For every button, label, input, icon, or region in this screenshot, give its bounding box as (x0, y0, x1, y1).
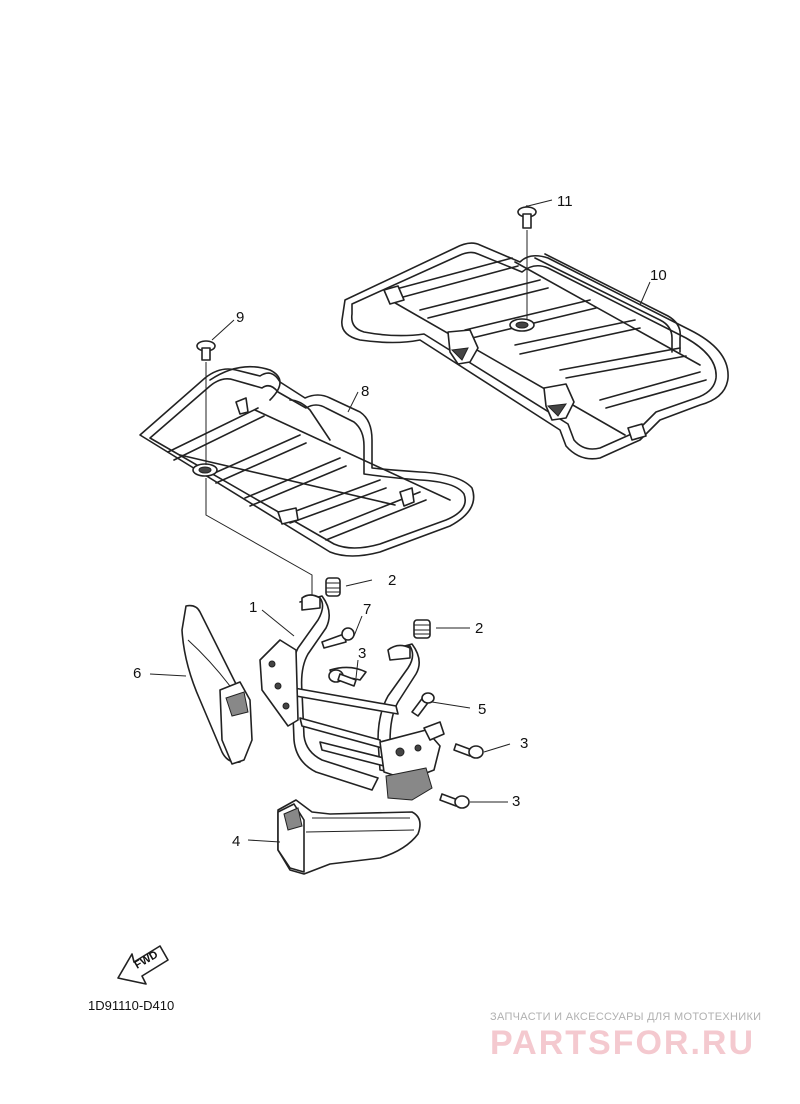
watermark: ЗАПЧАСТИ И АКСЕССУАРЫ ДЛЯ МОТОТЕХНИКИ PA… (490, 1011, 761, 1062)
callout-10: 10 (650, 267, 667, 284)
callout-2-upper: 2 (388, 572, 396, 589)
grommet-2-upper[interactable] (325, 577, 341, 597)
callout-11: 11 (557, 193, 573, 210)
front-guard-4[interactable] (277, 799, 421, 875)
screw-7[interactable] (321, 627, 355, 649)
fwd-arrow: FWD (117, 945, 169, 985)
rear-carrier[interactable] (341, 242, 729, 460)
watermark-brand: PARTSFOR.RU (490, 1024, 755, 1062)
grommet-2-lower[interactable] (413, 619, 431, 639)
callout-9: 9 (236, 309, 244, 326)
bolt-9[interactable] (196, 340, 216, 465)
bolt-3-middle[interactable] (453, 743, 484, 759)
callout-3-upper: 3 (358, 645, 366, 662)
callout-2-lower: 2 (475, 620, 483, 637)
callout-1: 1 (249, 599, 257, 616)
main-bracket[interactable] (259, 594, 445, 801)
callout-6: 6 (133, 665, 141, 682)
watermark-tagline: ЗАПЧАСТИ И АКСЕССУАРЫ ДЛЯ МОТОТЕХНИКИ (490, 1011, 761, 1023)
callout-8: 8 (361, 383, 369, 400)
callout-3-middle: 3 (520, 735, 528, 752)
bolt-3-lower[interactable] (439, 793, 470, 809)
screw-5[interactable] (411, 692, 435, 717)
callout-3-lower: 3 (512, 793, 520, 810)
bolt-3-upper[interactable] (328, 669, 357, 687)
callout-4: 4 (232, 833, 240, 850)
bolt-11[interactable] (517, 205, 537, 320)
callout-5: 5 (478, 701, 486, 718)
callout-numbers: 11 10 9 8 2 2 1 7 3 5 3 3 6 4 (133, 193, 667, 850)
leader-lines (149, 199, 651, 843)
callout-7: 7 (363, 601, 371, 618)
front-carrier[interactable] (139, 365, 475, 557)
drawing-code: 1D91110-D410 (88, 998, 174, 1013)
side-guard-6[interactable] (181, 604, 253, 765)
assembly-leader (205, 478, 313, 598)
